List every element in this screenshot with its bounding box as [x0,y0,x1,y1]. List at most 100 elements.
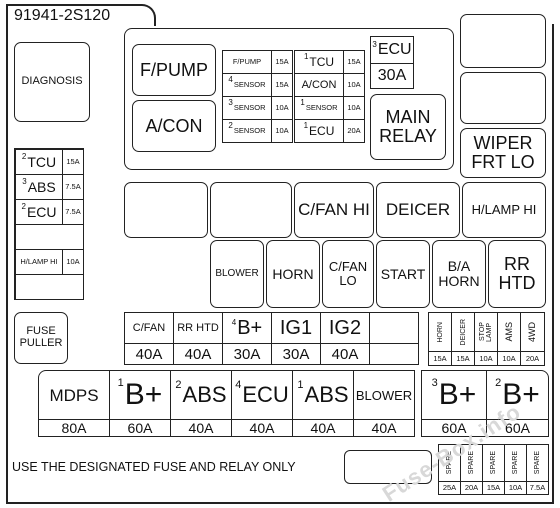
relay-hlamp-hi: H/LAMP HI [462,182,546,238]
relay-ba-horn-label: B/A HORN [438,258,480,289]
fuse-spare-25a-amp: 25A [438,481,461,495]
fuse-empty-1 [15,224,84,250]
fuse-spare-10a: SPARE [504,444,527,482]
fuse-ams-amp: 10A [497,351,521,366]
small-vertical-fuses: HORN 15A DEICER 15A STOP LAMP 10A AMS 10… [428,312,546,366]
notice-slot [344,450,432,484]
fuse-4wd-amp: 20A [520,351,545,366]
fuse-bplus-2-amp: 60A [486,419,549,437]
relay-main-label: MAIN RELAY [379,107,437,146]
fuse-spare-7-5a-amp: 7.5A [526,481,549,495]
relay-right-empty-2 [460,72,546,124]
fuse-spare-15a-amp: 15A [482,481,505,495]
fuse-ig1: IG1 [271,312,321,344]
fuse-bplus-3-amp: 60A [421,419,487,437]
spare-fuses: SPARE 25A SPARE 20A SPARE 15A SPARE 10A … [438,444,550,496]
fuse-stop-lamp: STOP LAMP [474,312,498,352]
fuse-blower-amp: 40A [353,419,415,437]
fuse-puller-label: FUSE PULLER [19,325,63,349]
relay-a-con: A/CON [132,100,216,152]
fuse-spare-15a: SPARE [482,444,505,482]
fuse-mdps: MDPS [38,370,110,420]
relay-empty-b [210,182,292,238]
relay-start-label: START [380,265,426,282]
fuse-abs-3-amp: 7.5A [62,174,84,200]
fuse-ams: AMS [497,312,521,352]
fuse-tcu-2-amp: 15A [62,149,84,175]
fuse-sensor-4-amp: 15A [271,73,293,97]
relay-deicer: DEICER [376,182,460,238]
notice-text: USE THE DESIGNATED FUSE AND RELAY ONLY [12,460,296,474]
relay-cfan-lo: C/FAN LO [322,240,374,308]
fuse-empty-2 [15,274,84,300]
fuse-spare-10a-amp: 10A [504,481,527,495]
fuse-fpump-small: F/PUMP [222,50,272,74]
diagnosis-connector: DIAGNOSIS [14,42,90,122]
fuse-abs-1-amp: 40A [292,419,354,437]
relay-cfan-hi: C/FAN HI [294,182,374,238]
part-number-tab: 91941-2S120 [6,4,156,26]
fuse-puller: FUSE PULLER [14,312,68,364]
relay-blower: BLOWER [210,240,264,308]
relay-ba-horn: B/A HORN [432,240,486,308]
fuse-rr-htd-amp: 40A [173,343,223,365]
part-number: 91941-2S120 [14,7,111,24]
relay-cfan-lo-label: C/FAN LO [328,259,368,288]
relay-wiper-label: WIPER FRT LO [471,133,535,172]
fuse-blower: BLOWER [353,370,415,420]
fuse-deicer-small-amp: 15A [451,351,475,366]
fuse-hlamp-hi-amp: 10A [62,249,84,275]
fuse-tcu-1-amp: 15A [343,50,365,74]
relay-deicer-label: DEICER [385,200,451,220]
fuse-mdps-amp: 80A [38,419,110,437]
relay-cfan-hi-label: C/FAN HI [298,200,370,220]
relay-empty-a [124,182,208,238]
fuse-ecu-4-amp: 40A [231,419,293,437]
fuse-hlamp-hi: H/LAMP HI [15,249,63,275]
fuse-ig1-amp: 30A [271,343,321,365]
relay-a-con-label: A/CON [145,115,203,136]
fuse-empty-mid [369,312,419,344]
relay-wiper-frt-lo: WIPER FRT LO [460,128,546,178]
fuse-empty-mid-amp [369,343,419,365]
fuse-spare-7-5a: SPARE [526,444,549,482]
fuse-horn-small-amp: 15A [428,351,452,366]
fuse-rr-htd: RR HTD [173,312,223,344]
fuse-ecu-2-amp: 7.5A [62,199,84,225]
fuse-cfan-amp: 40A [124,343,174,365]
relay-blower-label: BLOWER [215,267,259,279]
diagnosis-label: DIAGNOSIS [21,75,83,88]
relay-hlamp-hi-label: H/LAMP HI [471,202,537,218]
relay-rr-htd: RR HTD [488,240,546,308]
relay-start: START [376,240,430,308]
fuse-acon-small-amp: 10A [343,73,365,97]
fuse-deicer-small: DEICER [451,312,475,352]
fuse-4wd: 4WD [520,312,545,352]
fuse-bplus-4-amp: 30A [222,343,272,365]
fuse-sensor-2-amp: 10A [271,119,293,143]
fuse-acon-small: A/CON [294,73,344,97]
fuse-ecu-1-amp: 20A [343,119,365,143]
fuse-ig2: IG2 [320,312,370,344]
fuse-spare-20a-amp: 20A [460,481,483,495]
relay-f-pump: F/PUMP [132,44,216,96]
fuse-ig2-amp: 40A [320,343,370,365]
fuse-sensor-1-amp: 10A [343,96,365,120]
fuse-abs-2-amp: 40A [170,419,232,437]
